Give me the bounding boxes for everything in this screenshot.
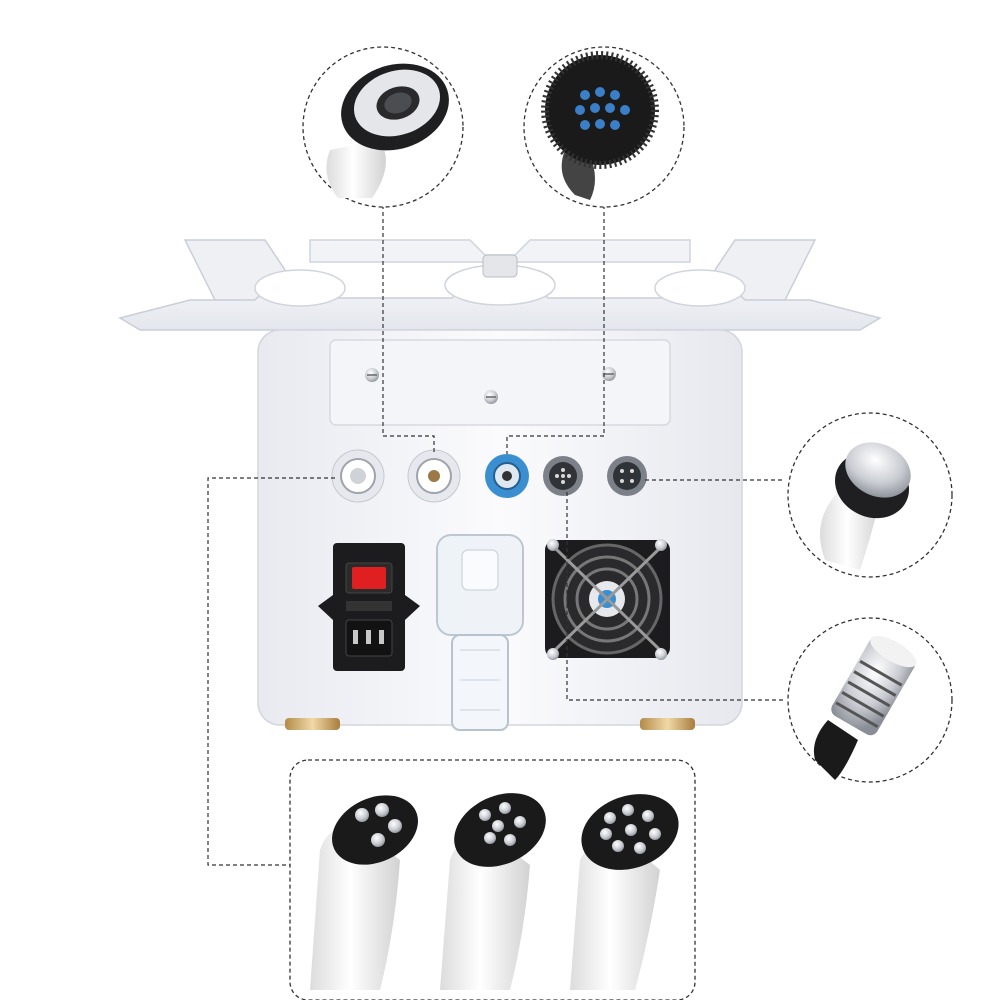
water-bottle — [436, 534, 524, 731]
power-module — [318, 543, 420, 671]
port-5 — [607, 456, 647, 496]
screw-left — [365, 368, 379, 382]
port-1 — [331, 449, 385, 503]
callout-ring-probe-top-left — [302, 46, 464, 208]
cooling-fan — [545, 539, 670, 660]
callout-led-probe-top-right — [523, 46, 685, 208]
screw-center — [484, 390, 498, 404]
leader-lines — [207, 205, 785, 866]
foot-left — [285, 718, 340, 730]
port-4 — [543, 456, 583, 496]
foot-right — [640, 718, 695, 730]
port-2 — [407, 449, 461, 503]
rf-probe-1 — [310, 795, 418, 990]
callout-rf-probes-bottom — [289, 759, 696, 1000]
main-unit — [257, 329, 743, 731]
rf-probe-2 — [440, 793, 546, 990]
port-3-blue — [485, 454, 529, 498]
led-grid — [575, 87, 630, 130]
screw-right — [602, 367, 616, 381]
callout-cavitation-probe-right-lower — [787, 617, 953, 783]
callout-flat-probe-right-upper — [787, 412, 953, 578]
acrylic-probe-holder — [118, 239, 882, 331]
power-switch — [352, 567, 386, 589]
rf-probe-3 — [570, 794, 679, 990]
